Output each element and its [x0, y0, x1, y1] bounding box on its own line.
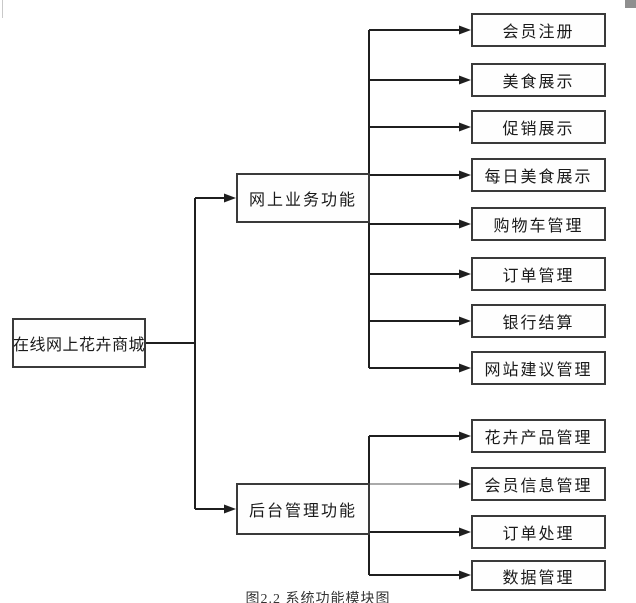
node-bank-settlement: 银行结算	[471, 304, 606, 338]
node-member-registration: 会员注册	[471, 13, 606, 47]
arrowhead-icons	[224, 25, 471, 580]
node-website-suggestion-management: 网站建议管理	[471, 351, 606, 385]
node-order-management: 订单管理	[471, 257, 606, 291]
node-food-display: 美食展示	[471, 63, 606, 97]
node-online-business: 网上业务功能	[236, 173, 370, 223]
node-order-processing: 订单处理	[471, 515, 606, 549]
node-backend-management: 后台管理功能	[236, 483, 370, 535]
node-shopping-cart-management: 购物车管理	[471, 207, 606, 241]
figure-caption: 图2.2 系统功能模块图	[245, 592, 391, 603]
edge-artifact	[2, 0, 3, 18]
node-root: 在线网上花卉商城	[12, 318, 146, 368]
node-daily-food-display: 每日美食展示	[471, 158, 606, 192]
corner-artifact	[625, 0, 636, 8]
node-flower-product-management: 花卉产品管理	[471, 419, 606, 453]
node-data-management: 数据管理	[471, 560, 606, 591]
node-member-info-management: 会员信息管理	[471, 467, 606, 501]
node-promotion-display: 促销展示	[471, 110, 606, 144]
